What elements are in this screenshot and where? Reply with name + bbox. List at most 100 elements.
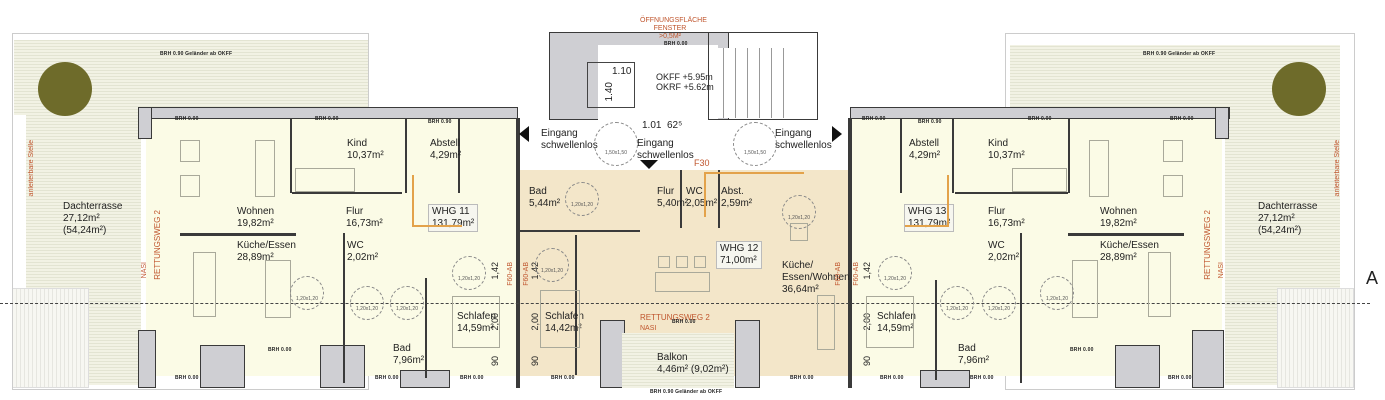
dim-1-01: 1.01 <box>642 120 662 131</box>
brh-right-7: BRH 0.00 <box>970 375 994 381</box>
brh-middle-balcony-railing: BRH 0.90 Geländer ab OKFF <box>650 389 723 395</box>
elevator-depth: 1.40 <box>604 82 615 102</box>
room-abstell-13: Abstell 4,29m² <box>909 138 941 161</box>
room-flur-13: Flur 16,73m² <box>988 206 1025 229</box>
dim-left-142: 1,42 <box>490 262 500 280</box>
entrance-center-arrow-icon <box>640 160 658 169</box>
turn-circle: 1,20x1,20 <box>535 248 569 282</box>
dim-right-90: 90 <box>862 356 872 367</box>
left-terrace-label: Dachterrasse 27,12m² (54,24m²) <box>63 201 123 236</box>
wall-mid-bad-bottom <box>520 230 640 232</box>
unit-whg-13 <box>850 118 1222 376</box>
wall-bottom-right-1 <box>920 370 970 388</box>
staircase <box>712 48 792 118</box>
room-bad-13: Bad 7,96m² <box>958 343 990 366</box>
left-terrace-note: anleiterbare Stelle <box>28 140 35 197</box>
wall-bottom-left-2 <box>200 345 245 388</box>
brh-right-4: BRH 0.00 <box>1170 116 1194 122</box>
bed <box>295 168 355 192</box>
wall-right-schlafen <box>935 280 937 380</box>
brh-right-5: BRH 0.00 <box>1070 347 1094 353</box>
dining-table <box>1148 252 1171 317</box>
room-kind-11: Kind 10,37m² <box>347 138 384 161</box>
f60-middle-right: F60-AB <box>835 262 842 286</box>
room-wc-13: WC 2,02m² <box>988 240 1020 263</box>
f60-left: F60-AB <box>507 262 514 286</box>
chair <box>676 256 688 268</box>
room-wohnen-11: Wohnen 19,82m² <box>237 206 275 229</box>
wall-right-kind-right <box>1068 118 1070 193</box>
core-window-brh: BRH 0.00 <box>664 41 688 47</box>
room-kueche-essen-13: Küche/Essen 28,89m² <box>1100 240 1159 263</box>
brh-middle-2: BRH 0.00 <box>790 375 814 381</box>
entrance-center-label: Eingang schwellenlos <box>637 138 694 161</box>
right-terrace-lower-area <box>1277 288 1354 388</box>
turn-circle: 1,20x1,20 <box>350 286 384 320</box>
wall-abstell-right <box>458 118 460 193</box>
wall-abstell-left <box>405 118 407 193</box>
room-abstell-11: Abstell 4,29m² <box>430 138 462 161</box>
pipe <box>412 175 414 225</box>
dim-left-90: 90 <box>490 356 500 367</box>
turn-circle: 1,20x1,20 <box>565 182 599 216</box>
room-flur-11: Flur 16,73m² <box>346 206 383 229</box>
right-terrace-label: Dachterrasse 27,12m² (54,24m²) <box>1258 201 1318 236</box>
armchair <box>180 175 200 197</box>
right-terrace-railing: BRH 0.90 Geländer ab OKFF <box>1143 51 1216 57</box>
entrance-right-arrow-icon <box>832 126 842 142</box>
bed <box>452 296 500 348</box>
f60-middle-left: F60-AB <box>523 262 530 286</box>
dining-table <box>655 272 710 292</box>
room-schlafen-12: Schlafen 14,42m² <box>545 311 584 334</box>
turn-circle-core-right: 1,50x1,50 <box>733 122 777 166</box>
kitchen-island <box>1072 260 1098 318</box>
wall-right-abstell-right <box>952 118 954 193</box>
armchair <box>1163 140 1183 162</box>
room-kueche-essen-wohnen-12: Küche/ Essen/Wohnen 36,64m² <box>782 260 850 295</box>
turn-circle: 1,20x1,20 <box>1040 276 1074 310</box>
brh-right-2: BRH 0.90 <box>918 119 942 125</box>
room-kueche-essen-11: Küche/Essen 28,89m² <box>237 240 296 263</box>
pipe <box>412 225 462 227</box>
turn-circle: 1,20x1,20 <box>940 286 974 320</box>
wall-top-right <box>850 107 1230 119</box>
stair-core <box>520 118 848 168</box>
brh-left-2: BRH 0.00 <box>315 116 339 122</box>
bed <box>1012 168 1067 192</box>
brh-right-8: BRH 0.00 <box>1168 375 1192 381</box>
kitchen-island <box>265 260 291 318</box>
brh-left-5: BRH 0.00 <box>175 375 199 381</box>
turn-circle: 1,20x1,20 <box>452 256 486 290</box>
room-flur-12: Flur 5,40m² <box>657 186 689 209</box>
nasi-right: NASI <box>1218 262 1225 279</box>
brh-left-4: BRH 0.00 <box>268 347 292 353</box>
room-wohnen-13: Wohnen 19,82m² <box>1100 206 1138 229</box>
room-bad-12: Bad 5,44m² <box>529 186 561 209</box>
whg-13-badge: WHG 13 131,79m² <box>904 204 955 232</box>
window-note: ÖFFNUNGSFLÄCHE FENSTER >0,5M² <box>640 17 707 40</box>
dim-right-142: 1,42 <box>862 262 872 280</box>
entrance-left-label: Eingang schwellenlos <box>541 128 598 151</box>
turn-circle-core-left: 1,50x1,50 <box>594 122 638 166</box>
wall-bad-right <box>425 278 427 378</box>
wall-mid-abst <box>718 170 720 228</box>
armchair <box>1163 175 1183 197</box>
wall-bottom-left-3 <box>320 345 365 388</box>
wall-bottom-right-3 <box>1192 330 1224 388</box>
armchair <box>180 140 200 162</box>
chair <box>694 256 706 268</box>
nasi-middle: NASI <box>640 325 657 332</box>
core-wall-right <box>708 32 818 120</box>
wall-kind-left <box>290 118 292 193</box>
pipe <box>947 175 949 225</box>
elevator-width: 1.10 <box>612 66 632 77</box>
f60-right: F60-AB <box>853 262 860 286</box>
okrf-level: OKRF +5.62m <box>656 82 714 92</box>
section-line-a <box>0 303 1370 304</box>
whg-11-badge: WHG 11 131,79m² <box>428 204 479 232</box>
sofa <box>817 295 835 350</box>
balcony <box>622 333 734 388</box>
dim-62: 62⁵ <box>667 120 683 131</box>
room-bad-11: Bad 7,96m² <box>393 343 425 366</box>
tree-right-icon <box>1272 62 1326 116</box>
